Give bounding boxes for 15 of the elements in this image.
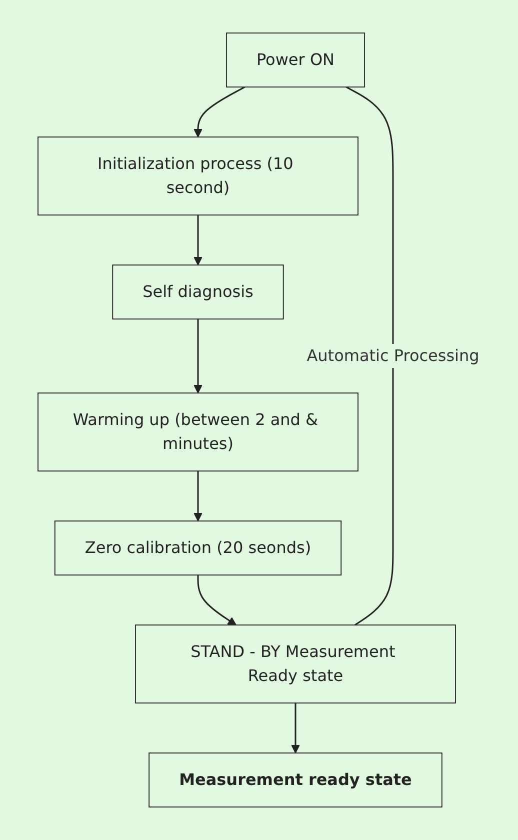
arrow bbox=[198, 575, 237, 626]
arrow bbox=[194, 215, 203, 266]
arrow bbox=[194, 86, 246, 138]
node-box: STAND - BY Measurement Ready state bbox=[135, 624, 456, 704]
connector bbox=[346, 86, 394, 626]
node-box: Self diagnosis bbox=[112, 264, 284, 320]
node-box: Initialization process (10 second) bbox=[38, 136, 359, 216]
node-box: Warming up (between 2 and & minutes) bbox=[38, 392, 359, 472]
arrow bbox=[194, 471, 203, 522]
node-box: Zero calibration (20 seonds) bbox=[54, 520, 342, 576]
arrow bbox=[291, 702, 300, 754]
node-box: Measurement ready state bbox=[148, 752, 443, 808]
arrow bbox=[194, 319, 203, 394]
edge-label: Automatic Processing bbox=[307, 346, 480, 365]
node-box: Power ON bbox=[226, 32, 366, 88]
